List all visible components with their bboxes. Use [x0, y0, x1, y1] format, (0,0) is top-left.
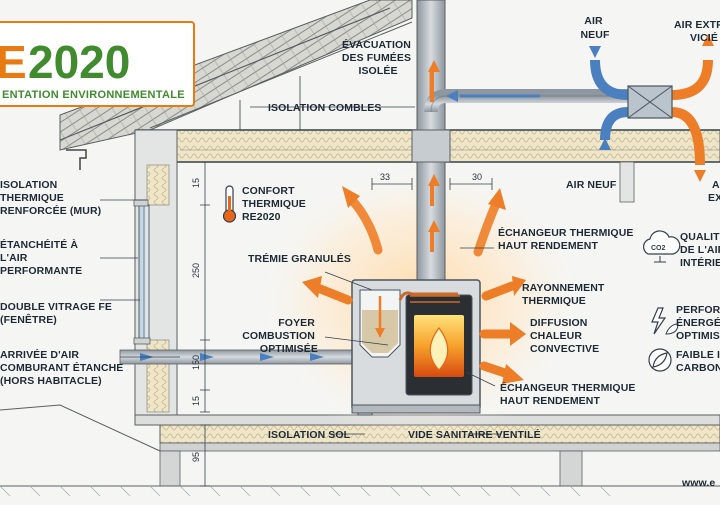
- label-foyer: FOYER COMBUSTION OPTIMISÉE: [242, 317, 318, 355]
- re2020-logo: E 2020 ENTATION ENVIRONNEMENTALE: [0, 21, 195, 107]
- label-echangeur-bottom: ÉCHANGEUR THERMIQUE HAUT RENDEMENT: [500, 381, 639, 407]
- label-tremie: TRÉMIE GRANULÉS: [248, 252, 351, 265]
- leaf-circle-icon: [648, 348, 672, 372]
- dim-30: 30: [472, 172, 482, 182]
- dim-150: 150: [191, 355, 201, 370]
- right-wall: [619, 161, 635, 203]
- label-double-vitrage: DOUBLE VITRAGE FE (FENÊTRE): [0, 301, 115, 326]
- flame-icon: [429, 326, 449, 371]
- co2-label: CO2: [651, 245, 666, 252]
- label-etancheite: ÉTANCHÉITÉ À L'AIR PERFORMANTE: [0, 238, 82, 277]
- label-echangeur-top: ÉCHANGEUR THERMIQUE HAUT RENDEMENT: [498, 226, 637, 252]
- label-arrivee-air: ARRIVÉE D'AIR COMBURANT ÉTANCHE (HORS HA…: [0, 348, 126, 387]
- lightning-leaf-icon: [651, 307, 679, 335]
- leader-lines: [100, 106, 500, 435]
- dimension-lines: 15 250 150 15 95 33 30: [191, 161, 493, 487]
- label-air-neuf-top: AIR NEUF: [581, 15, 610, 41]
- logo-year: 2020: [28, 36, 130, 88]
- label-faible: FAIBLE IM CARBONE: [676, 349, 720, 374]
- label-evacuation: ÉVACUATION DES FUMÉES ISOLÉE: [342, 38, 414, 77]
- left-wall: [133, 129, 178, 416]
- label-air-neuf-bottom: AIR NEUF: [566, 179, 617, 191]
- labels: ÉVACUATION DES FUMÉES ISOLÉE ISOLATION C…: [0, 15, 720, 489]
- label-isolation-combles: ISOLATION COMBLES: [268, 102, 382, 114]
- label-qualite: QUALITÉ DE L'AIR INTÉRIE: [680, 230, 720, 269]
- dim-15-bottom: 15: [191, 396, 201, 406]
- dim-33: 33: [380, 172, 390, 182]
- gutter: [66, 149, 87, 170]
- label-vmc-right: A EX: [708, 179, 720, 204]
- label-air-extrait: AIR EXTR VICIÉ: [674, 19, 720, 44]
- dim-250: 250: [191, 263, 201, 278]
- logo-subtitle: ENTATION ENVIRONNEMENTALE: [2, 89, 185, 101]
- label-isolation-sol: ISOLATION SOL: [268, 429, 351, 441]
- pellet-stove: [351, 279, 481, 416]
- dim-15-top: 15: [191, 178, 201, 188]
- label-diffusion: DIFFUSION CHALEUR CONVECTIVE: [530, 317, 599, 355]
- dim-95: 95: [191, 452, 201, 462]
- label-website: www.e: [681, 477, 715, 489]
- label-performance: PERFORM ÉNERGÉT OPTIMISI: [676, 304, 720, 342]
- ventilation-duct: [424, 34, 714, 182]
- co2-cloud-icon: CO2: [642, 230, 681, 263]
- label-rayonnement: RAYONNEMENT THERMIQUE: [522, 282, 607, 307]
- heat-arrows: [302, 60, 526, 384]
- roof: [59, 0, 413, 170]
- label-vide-sanitaire: VIDE SANITAIRE VENTILÉ: [408, 428, 541, 441]
- thermometer-icon: [222, 185, 237, 223]
- label-isolation-mur: ISOLATION THERMIQUE RENFORCÉE (MUR): [0, 179, 101, 217]
- logo-initial: E: [0, 36, 27, 88]
- label-confort: CONFORT THERMIQUE RE2020: [242, 185, 309, 223]
